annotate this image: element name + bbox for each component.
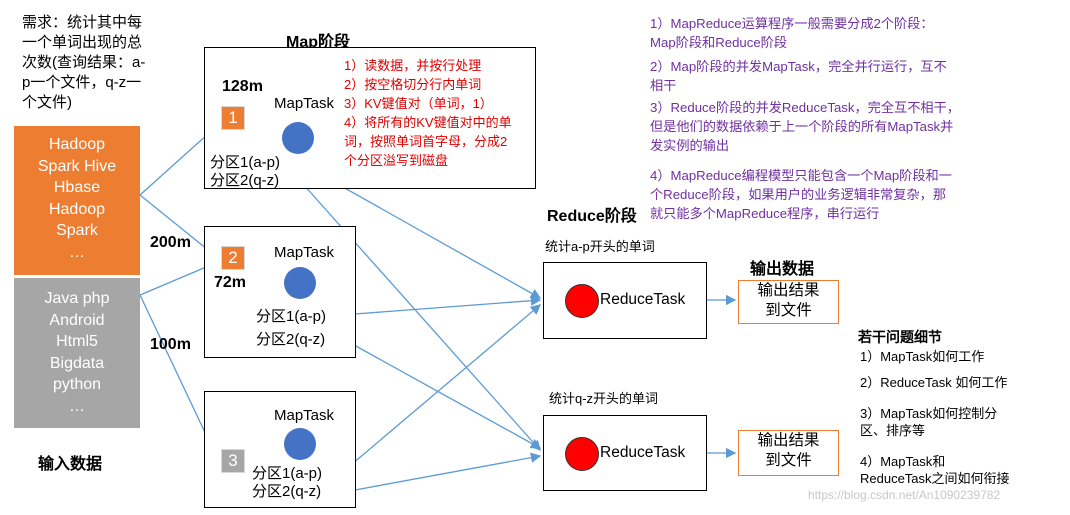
input-data-label: 输入数据 bbox=[38, 456, 103, 473]
maptask-2-label: MapTask bbox=[274, 244, 335, 261]
reduce-1-caption: 统计a-p开头的单词 bbox=[545, 239, 655, 254]
map-box-1 bbox=[204, 47, 536, 189]
reduce-2-caption: 统计q-z开头的单词 bbox=[549, 391, 659, 406]
question-4: 4）MapTask和 ReduceTask之间如何衔接 bbox=[860, 454, 1010, 486]
map-1-partition-1: 分区1(a-p) bbox=[210, 154, 281, 171]
map-3-partition-1: 分区1(a-p) bbox=[252, 465, 323, 482]
reducetask-1-label: ReduceTask bbox=[600, 291, 686, 308]
arrow-map2-p2-to-reduce2 bbox=[344, 339, 542, 449]
question-2: 2）ReduceTask 如何工作 bbox=[860, 375, 1008, 390]
map-3-partition-2: 分区2(q-z) bbox=[252, 483, 322, 500]
reducetask-2-circle bbox=[565, 437, 599, 471]
input-block-gray: Java php Android Html5 Bigdata python … bbox=[14, 278, 140, 428]
maptask-2-circle bbox=[284, 267, 316, 299]
maptask-3-label: MapTask bbox=[274, 407, 335, 424]
map-stage-title: Map阶段 bbox=[286, 34, 351, 51]
arrow-map3-p1-to-reduce1 bbox=[344, 304, 541, 471]
map-2-partition-1: 分区1(a-p) bbox=[256, 308, 327, 325]
reduce-stage-title: Reduce阶段 bbox=[547, 208, 637, 225]
map-1-partition-2: 分区2(q-z) bbox=[210, 172, 280, 189]
arrow-map2-p1-to-reduce1 bbox=[354, 295, 542, 315]
split-1-number: 1 bbox=[221, 106, 245, 130]
note-1: 1）MapReduce运算程序一般需要分成2个阶段： Map阶段和Reduce阶… bbox=[650, 16, 934, 50]
question-3: 3）MapTask如何控制分 区、排序等 bbox=[860, 406, 998, 438]
output-box-1: 输出结果 到文件 bbox=[738, 280, 839, 324]
maptask-1-label: MapTask bbox=[274, 95, 335, 112]
maptask-3-circle bbox=[284, 428, 316, 460]
split-1-size: 128m bbox=[222, 78, 263, 95]
reducetask-2-label: ReduceTask bbox=[600, 444, 686, 461]
note-2: 2）Map阶段的并发MapTask，完全并行运行，互不 相干 bbox=[650, 59, 947, 93]
input-block-orange: Hadoop Spark Hive Hbase Hadoop Spark … bbox=[14, 126, 140, 275]
arrow-map3-p2-to-reduce2 bbox=[354, 452, 542, 491]
watermark-text: https://blog.csdn.net/An1090239782 bbox=[808, 488, 1001, 502]
note-3: 3）Reduce阶段的并发ReduceTask，完全互不相干， 但是他们的数据依… bbox=[650, 100, 960, 153]
split-2-sub-size: 72m bbox=[214, 274, 247, 291]
map-2-partition-2: 分区2(q-z) bbox=[256, 331, 326, 348]
questions-title: 若干问题细节 bbox=[858, 329, 942, 345]
map-steps-text: 1）读数据，并按行处理 2）按空格切分行内单词 3）KV键值对（单词，1） 4）… bbox=[344, 58, 512, 168]
output-stage-title: 输出数据 bbox=[750, 261, 815, 278]
requirement-text: 需求：统计其中每 一个单词出现的总 次数(查询结果：a- p一个文件，q-z一 … bbox=[22, 14, 146, 111]
split-2-size: 200m bbox=[150, 234, 191, 251]
split-2-number: 2 bbox=[221, 246, 245, 270]
split-3-number: 3 bbox=[221, 449, 245, 473]
question-1: 1）MapTask如何工作 bbox=[860, 349, 985, 364]
reducetask-1-circle bbox=[565, 284, 599, 318]
split-3-size: 100m bbox=[150, 336, 191, 353]
arrow-map1-p2-to-reduce2 bbox=[294, 174, 541, 451]
note-4: 4）MapReduce编程模型只能包含一个Map阶段和一 个Reduce阶段，如… bbox=[650, 168, 952, 221]
output-box-2: 输出结果 到文件 bbox=[738, 430, 839, 476]
maptask-1-circle bbox=[282, 122, 314, 154]
